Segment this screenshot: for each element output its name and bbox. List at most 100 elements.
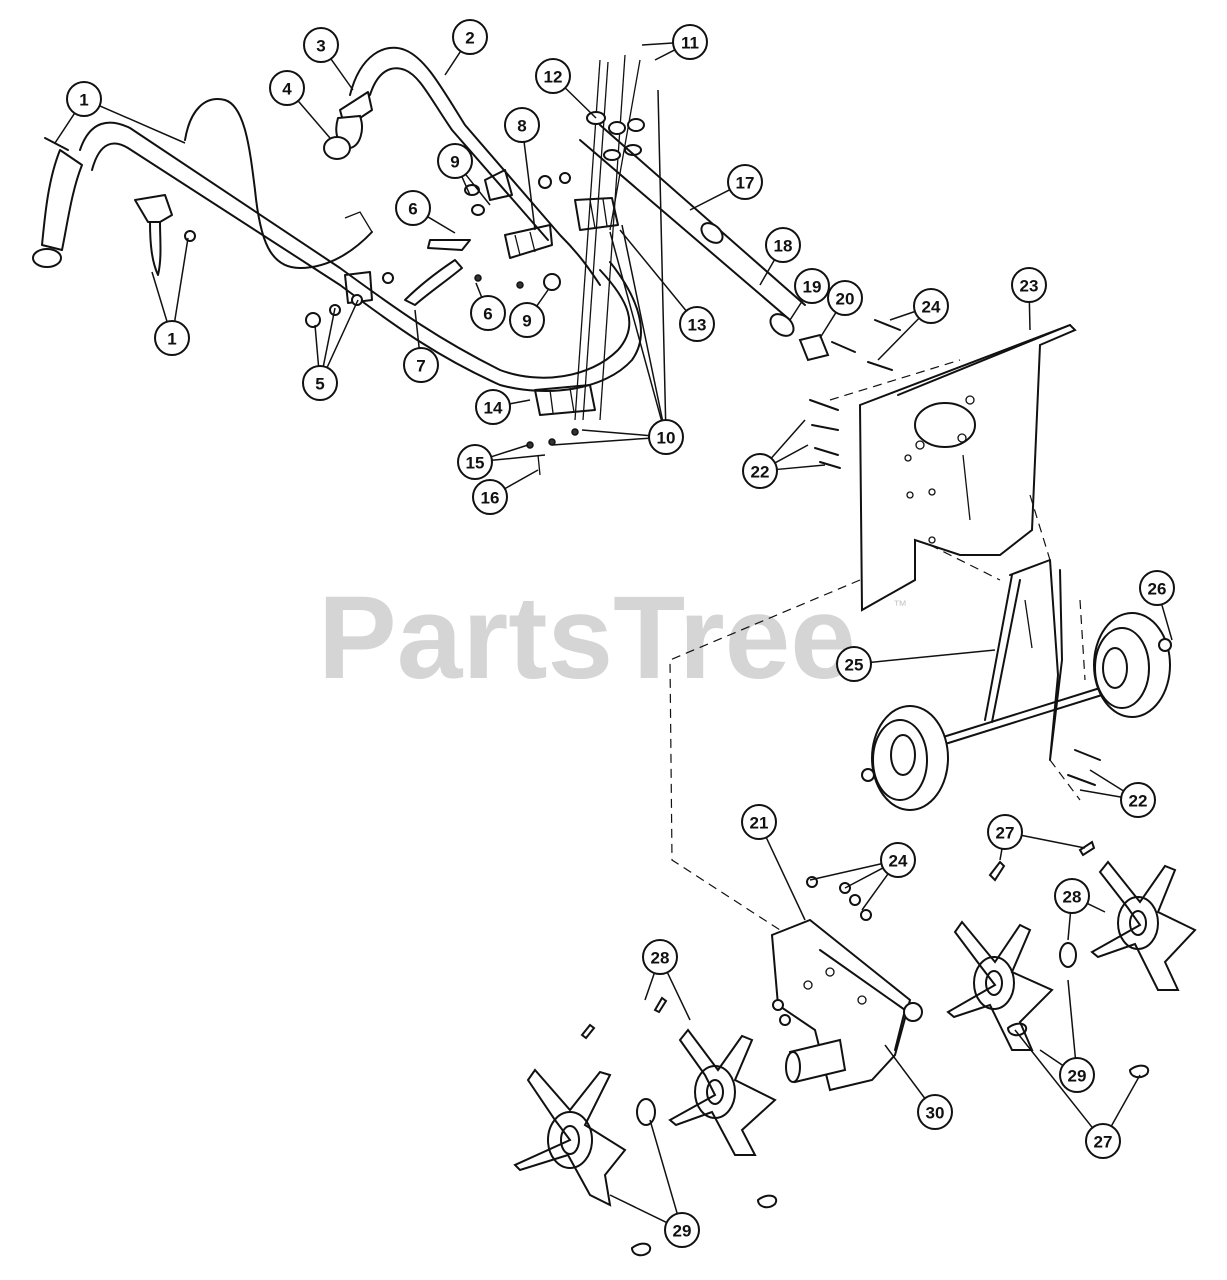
callout-number: 9 [522, 312, 531, 331]
callout-number: 6 [483, 305, 492, 324]
callout-circle [987, 814, 1023, 850]
callout-leader-line [509, 399, 531, 405]
callout-circle [679, 306, 715, 342]
callout-number: 29 [673, 1222, 692, 1241]
callout-number: 15 [466, 454, 485, 473]
assembly-lines [669, 359, 1086, 931]
control-linkage [404, 169, 619, 306]
callout-circle [403, 347, 439, 383]
callout-leader-line [491, 454, 546, 462]
callout-21: 21 [741, 804, 806, 921]
callout-circle [765, 227, 801, 263]
callout-number: 4 [282, 80, 292, 99]
callout-leader-line [314, 324, 320, 367]
callout-circle [794, 268, 830, 304]
upper-handle [323, 46, 601, 286]
callout-leader-line [774, 444, 809, 464]
callout-leader-line [1110, 1074, 1141, 1127]
callout-leader-line [1067, 979, 1077, 1059]
callout-leader-line [819, 312, 837, 339]
callout-leader-line [1039, 1049, 1064, 1067]
callout-circle [1085, 1123, 1121, 1159]
callout-circle [1120, 782, 1156, 818]
callout-leader-line [619, 229, 687, 312]
callout-leader-line [861, 873, 889, 911]
callout-circle [648, 419, 684, 455]
callout-circle [1011, 267, 1047, 303]
callout-number: 19 [803, 278, 822, 297]
callout-22: 22 [742, 419, 826, 489]
callout-leader-line [999, 848, 1003, 861]
callout-leader-line [609, 231, 663, 421]
callout-27: 27 [987, 814, 1086, 861]
callout-leader-line [536, 289, 549, 307]
callout-number: 23 [1020, 277, 1039, 296]
callout-circle [470, 295, 506, 331]
callout-circle [154, 320, 190, 356]
callout-circle [917, 1094, 953, 1130]
callout-number: 30 [926, 1104, 945, 1123]
callout-number: 25 [845, 656, 864, 675]
callout-number: 7 [416, 357, 425, 376]
callout-26: 26 [1139, 570, 1175, 641]
callout-24: 24 [809, 842, 916, 911]
callout-leader-line [609, 1194, 668, 1224]
callout-number: 12 [544, 68, 563, 87]
callout-29: 29 [609, 1119, 700, 1248]
callout-16: 16 [472, 469, 539, 515]
callout-leader-line [1089, 769, 1124, 792]
watermark: PartsTree ™ [318, 572, 907, 704]
callout-number: 14 [484, 399, 503, 418]
callout-leader-line [1067, 912, 1072, 941]
callout-circle [302, 365, 338, 401]
callout-number: 28 [1063, 888, 1082, 907]
callout-leader-line [877, 317, 920, 361]
callout-circle [1139, 570, 1175, 606]
callout-leader-line [657, 89, 667, 421]
callout-leader-line [551, 437, 650, 446]
callout-8: 8 [504, 107, 540, 231]
callout-11: 11 [641, 24, 708, 61]
callout-4: 4 [269, 70, 331, 139]
callout-13: 13 [619, 229, 715, 342]
callout-circle [913, 288, 949, 324]
callout-number: 22 [1129, 792, 1148, 811]
callout-leader-line [99, 105, 186, 144]
callout-circle [66, 81, 102, 117]
callout-number: 21 [750, 814, 769, 833]
callout-23: 23 [1011, 267, 1047, 331]
callout-circle [535, 58, 571, 94]
callout-9: 9 [437, 143, 491, 206]
callout-circle [1054, 878, 1090, 914]
callout-20: 20 [819, 280, 863, 339]
callout-leader-line [654, 49, 676, 61]
callout-number: 1 [167, 330, 176, 349]
callout-leader-line [523, 141, 536, 231]
callout-number: 24 [922, 298, 941, 317]
watermark-text: PartsTree [318, 572, 856, 704]
callout-19: 19 [789, 268, 830, 321]
callout-leader-line [581, 429, 650, 437]
callout-28: 28 [1054, 878, 1106, 941]
callout-circle [1059, 1057, 1095, 1093]
callout-leader-line [414, 309, 420, 349]
wheel-assembly [861, 559, 1172, 811]
callout-leader-line [844, 867, 884, 889]
callout-number: 20 [836, 290, 855, 309]
callout-leader-line [759, 259, 776, 286]
callout-number: 3 [316, 37, 325, 56]
callout-number: 28 [651, 949, 670, 968]
callout-leader-line [644, 972, 656, 1001]
transmission [770, 876, 923, 1092]
callout-leader-line [1028, 301, 1031, 331]
callout-7: 7 [403, 309, 439, 383]
callout-circle [437, 143, 473, 179]
tines [513, 840, 1197, 1257]
handle-tubes [579, 124, 901, 371]
callout-number: 8 [517, 117, 526, 136]
callout-circle [504, 107, 540, 143]
callout-leader-line [326, 299, 359, 368]
callout-circle [880, 842, 916, 878]
callout-number: 6 [408, 200, 417, 219]
